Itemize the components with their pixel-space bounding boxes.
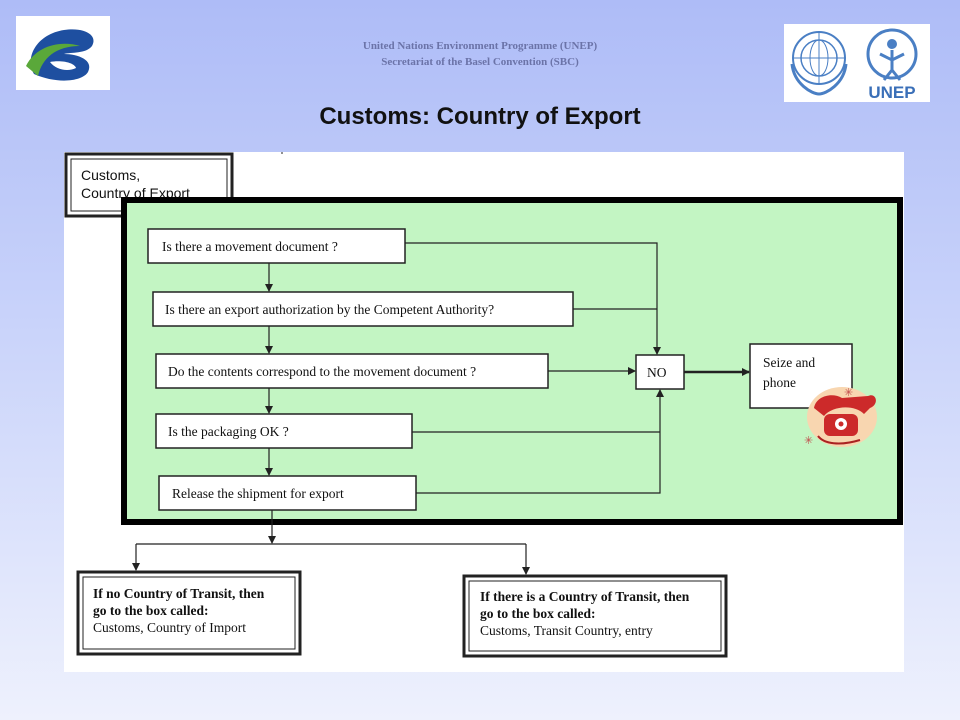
flowchart-diagram: Customs, Country of Export Is there a mo… <box>64 152 904 672</box>
right-box-line-2: go to the box called: <box>480 606 596 621</box>
corner-label-line-1: Customs, <box>81 167 140 183</box>
output-box-transit: If there is a Country of Transit, then g… <box>462 574 728 658</box>
question-text-2: Is there an export authorization by the … <box>165 302 494 317</box>
left-box-line-1: If no Country of Transit, then <box>93 586 265 601</box>
connector-q1-no <box>405 242 661 355</box>
question-box-5: Release the shipment for export <box>158 475 417 511</box>
question-box-3: Do the contents correspond to the moveme… <box>155 353 549 389</box>
slide-title: Customs: Country of Export <box>319 103 641 130</box>
svg-text:✳: ✳ <box>804 434 813 447</box>
basel-convention-logo-icon <box>16 16 110 90</box>
output-box-no-transit: If no Country of Transit, then go to the… <box>76 570 302 656</box>
org-line-2: Secretariat of the Basel Convention (SBC… <box>381 56 579 68</box>
no-label: NO <box>647 365 667 380</box>
un-unep-logos: UNEP <box>784 24 930 102</box>
right-box-line-1: If there is a Country of Transit, then <box>480 589 690 604</box>
no-box: NO <box>635 354 685 390</box>
question-box-1: Is there a movement document ? <box>147 228 406 264</box>
left-box-line-2: go to the box called: <box>93 603 209 618</box>
right-box-line-3: Customs, Transit Country, entry <box>480 623 653 638</box>
action-line-2: phone <box>763 375 796 390</box>
question-text-5: Release the shipment for export <box>172 486 344 501</box>
question-text-3: Do the contents correspond to the moveme… <box>168 364 476 379</box>
unep-logo-text: UNEP <box>868 83 915 102</box>
question-box-4: Is the packaging OK ? <box>155 413 413 449</box>
svg-text:✳: ✳ <box>844 386 853 399</box>
question-text-4: Is the packaging OK ? <box>168 424 289 439</box>
question-text-1: Is there a movement document ? <box>162 239 338 254</box>
action-line-1: Seize and <box>763 355 815 370</box>
unep-logo-icon: UNEP <box>866 28 918 102</box>
question-box-2: Is there an export authorization by the … <box>152 291 574 327</box>
telephone-icon: ✳ ✳ <box>804 386 877 447</box>
un-emblem-icon <box>790 31 848 96</box>
org-line-1: United Nations Environment Programme (UN… <box>362 40 598 52</box>
action-box: Seize and phone <box>749 343 853 409</box>
left-box-line-3: Customs, Country of Import <box>93 620 246 635</box>
connector-q5-no <box>416 389 664 494</box>
